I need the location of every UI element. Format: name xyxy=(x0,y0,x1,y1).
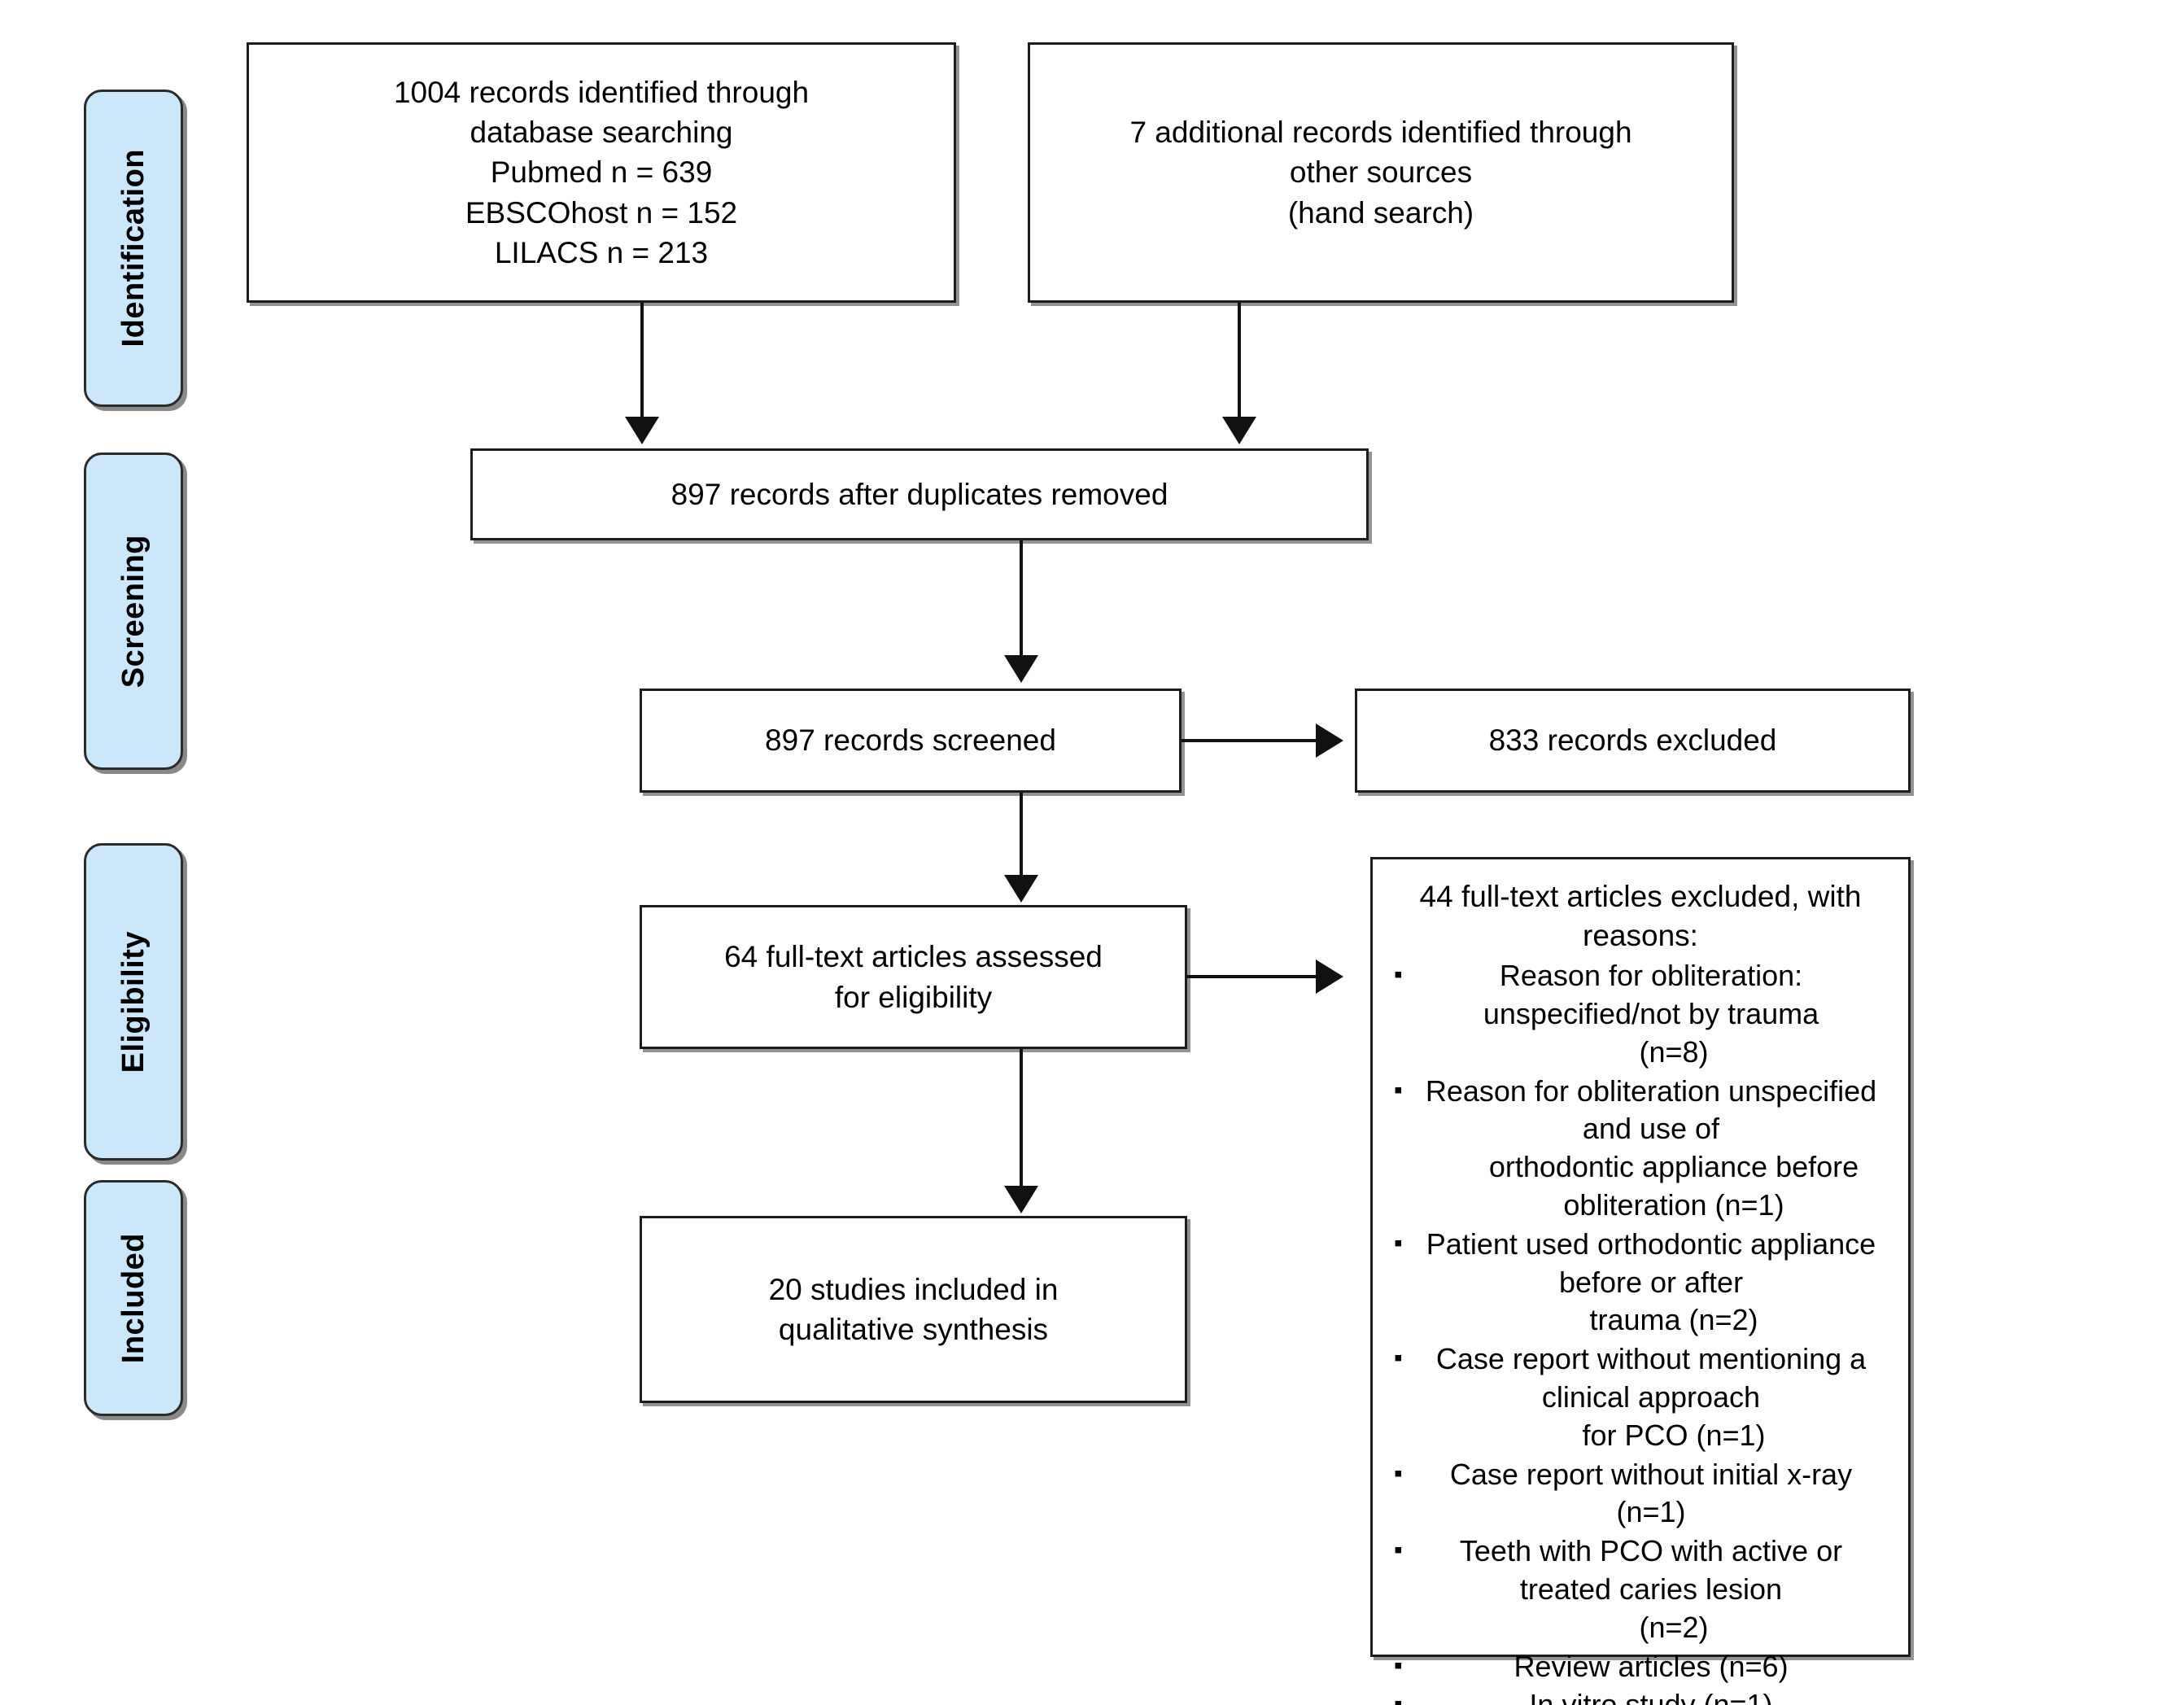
reason-item: ▪ Review articles (n=6) xyxy=(1394,1648,1887,1686)
box-fulltext-assessed-text: 64 full-text articles assessed for eligi… xyxy=(724,940,1103,1014)
reason-item: ▪ Patient used orthodontic appliance befo… xyxy=(1394,1226,1887,1340)
reason-text: Review articles (n=6) xyxy=(1514,1649,1789,1683)
bullet-icon: ▪ xyxy=(1394,1690,1403,1705)
bullet-icon: ▪ xyxy=(1394,1651,1403,1679)
box-other-sources-text: 7 additional records identified through … xyxy=(1129,116,1632,230)
connector-duplicates-to-screened xyxy=(1020,540,1023,661)
arrow-duplicates-to-screened xyxy=(1004,655,1038,683)
reason-text: Reason for obliteration unspecified and … xyxy=(1425,1073,1877,1146)
stage-tab-eligibility: Eligibility xyxy=(84,843,183,1161)
reason-text: In vitro study (n=1) xyxy=(1529,1688,1773,1705)
connector-screened-to-fulltext xyxy=(1020,793,1023,881)
stage-tab-screening: Screening xyxy=(84,452,183,770)
fulltext-excluded-reason-list: ▪ Reason for obliteration: unspecified/no… xyxy=(1394,957,1887,1705)
reason-item: ▪ In vitro study (n=1) xyxy=(1394,1686,1887,1705)
bullet-icon: ▪ xyxy=(1394,1229,1403,1257)
stage-tab-label-eligibility: Eligibility xyxy=(116,930,151,1073)
box-other-sources: 7 additional records identified through … xyxy=(1028,42,1734,303)
box-records-screened: 897 records screened xyxy=(640,689,1182,793)
box-fulltext-excluded-reasons: 44 full-text articles excluded, with rea… xyxy=(1370,857,1911,1705)
box-duplicates-removed-text: 897 records after duplicates removed xyxy=(670,477,1168,511)
connector-other-to-duplicates xyxy=(1238,303,1241,423)
box-duplicates-removed: 897 records after duplicates removed xyxy=(470,448,1369,540)
bullet-icon: ▪ xyxy=(1394,1537,1403,1564)
arrow-fulltext-to-included xyxy=(1004,1186,1038,1213)
box-studies-included-text: 20 studies included in qualitative synth… xyxy=(768,1272,1059,1346)
reason-item: ▪ Reason for obliteration: unspecified/no… xyxy=(1394,957,1887,1071)
arrow-screened-to-excluded xyxy=(1316,724,1343,758)
bullet-icon: ▪ xyxy=(1394,1459,1403,1487)
box-records-excluded: 833 records excluded xyxy=(1355,689,1911,793)
stage-tab-identification: Identification xyxy=(84,90,183,407)
reason-text: Case report without mentioning a clinica… xyxy=(1435,1342,1867,1414)
reason-text-continued: (n=8) xyxy=(1639,1034,1709,1069)
reason-text: Case report without initial x-ray (n=1) xyxy=(1449,1457,1853,1529)
stage-tab-label-included: Included xyxy=(116,1232,151,1364)
box-studies-included: 20 studies included in qualitative synth… xyxy=(640,1216,1187,1403)
stage-tab-included: Included xyxy=(84,1180,183,1416)
stage-tab-label-screening: Screening xyxy=(116,534,151,689)
bullet-icon: ▪ xyxy=(1394,1344,1403,1372)
reason-item: ▪ Reason for obliteration unspecified and… xyxy=(1394,1073,1887,1225)
connector-screened-to-excluded xyxy=(1182,739,1323,742)
reason-item: ▪ Case report without mentioning a clinic… xyxy=(1394,1340,1887,1454)
connector-database-to-duplicates xyxy=(640,303,644,423)
fulltext-excluded-title: 44 full-text articles excluded, with rea… xyxy=(1419,880,1862,953)
stage-tab-label-identification: Identification xyxy=(116,149,151,348)
arrow-fulltext-to-excluded xyxy=(1316,960,1343,994)
box-records-excluded-text: 833 records excluded xyxy=(1488,724,1777,758)
arrow-screened-to-fulltext xyxy=(1004,875,1038,903)
reason-item: ▪ Teeth with PCO with active or treated c… xyxy=(1394,1532,1887,1646)
arrow-database-to-duplicates xyxy=(625,417,659,444)
connector-fulltext-to-included xyxy=(1020,1049,1023,1191)
reason-text-continued: (n=2) xyxy=(1639,1610,1709,1644)
box-fulltext-assessed: 64 full-text articles assessed for eligi… xyxy=(640,905,1187,1049)
reason-text-continued: orthodontic appliance before obliteratio… xyxy=(1488,1150,1859,1222)
reason-text-continued: for PCO (n=1) xyxy=(1582,1418,1766,1452)
reason-text: Reason for obliteration: unspecified/not… xyxy=(1483,959,1819,1030)
box-records-screened-text: 897 records screened xyxy=(765,724,1056,758)
reason-item: ▪ Case report without initial x-ray (n=1) xyxy=(1394,1456,1887,1532)
connector-fulltext-to-excluded xyxy=(1187,975,1323,978)
box-database-search-text: 1004 records identified through database… xyxy=(393,75,810,269)
bullet-icon: ▪ xyxy=(1394,1076,1403,1104)
reason-text: Teeth with PCO with active or treated ca… xyxy=(1459,1534,1843,1606)
arrow-other-to-duplicates xyxy=(1222,417,1256,444)
reason-text-continued: trauma (n=2) xyxy=(1589,1303,1758,1337)
bullet-icon: ▪ xyxy=(1394,961,1403,989)
box-database-search: 1004 records identified through database… xyxy=(247,42,956,303)
reason-text: Patient used orthodontic appliance befor… xyxy=(1426,1226,1876,1299)
